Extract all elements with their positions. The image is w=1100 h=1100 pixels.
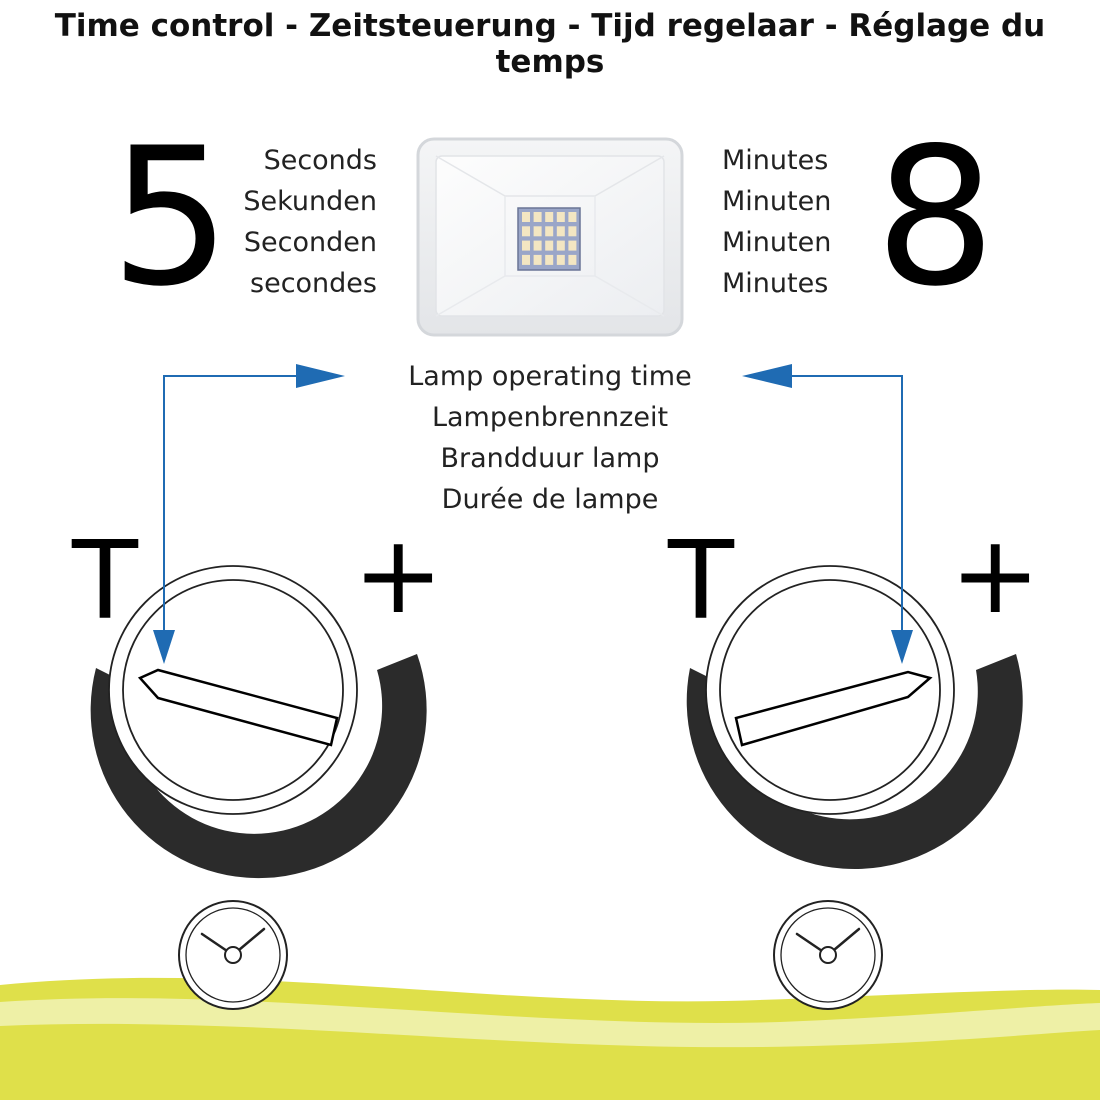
page-title: Time control - Zeitsteuerung - Tijd rege… [54, 8, 1046, 80]
unit-label-en: Seconds [263, 145, 377, 176]
led-chip [556, 212, 565, 222]
clock-icon [773, 900, 883, 1010]
operating-time-label-nl: Brandduur lamp [440, 443, 660, 474]
floodlight-icon [416, 137, 684, 337]
led-chip [556, 254, 565, 265]
operating-time-label-list: Lamp operating time Lampenbrennzeit Bran… [350, 356, 750, 520]
led-chip [522, 212, 530, 222]
right-indicator-arrow [742, 364, 913, 664]
led-chip [545, 226, 554, 237]
unit-label-fr: secondes [250, 268, 377, 299]
led-chip [522, 254, 530, 265]
led-chip [545, 240, 554, 251]
minutes-label-list: Minutes Minuten Minuten Minutes [722, 140, 922, 304]
right-dial-pointer [734, 670, 933, 747]
operating-time-label-de: Lampenbrennzeit [431, 402, 669, 433]
operating-time-label-fr: Durée de lampe [441, 484, 659, 515]
unit-label-fr: Minutes [722, 268, 829, 299]
unit-label-nl: Seconden [243, 227, 377, 258]
clock-icon [178, 900, 288, 1010]
right-dial-arc [686, 654, 1023, 870]
min-time-value: 5 [110, 107, 231, 328]
led-chip [533, 226, 542, 237]
unit-label-nl: Minuten [722, 227, 832, 258]
led-chip [568, 254, 577, 265]
left-indicator-arrow [153, 364, 345, 664]
led-chip [522, 240, 530, 251]
dial-time-symbol: T [668, 519, 734, 644]
led-chip [533, 240, 542, 251]
unit-label-en: Minutes [722, 145, 829, 176]
dial-plus-symbol: + [950, 513, 1041, 638]
right-dial-inner-ring [719, 579, 941, 801]
unit-label-de: Sekunden [243, 186, 377, 217]
led-chip [568, 212, 577, 222]
led-chip [533, 212, 542, 222]
decorative-wave [0, 977, 1100, 1100]
led-chip [556, 240, 565, 251]
led-chip [556, 226, 565, 237]
led-chip [568, 240, 577, 251]
dial-time-symbol: T [72, 519, 138, 644]
led-chip [522, 226, 530, 237]
seconds-label-list: Seconds Sekunden Seconden secondes [185, 140, 377, 304]
led-chip [545, 254, 554, 265]
left-dial-pointer [137, 668, 339, 747]
max-time-value: 8 [875, 107, 996, 328]
left-dial [90, 565, 427, 879]
unit-label-de: Minuten [722, 186, 832, 217]
led-chip [545, 212, 554, 222]
operating-time-label-en: Lamp operating time [408, 361, 692, 392]
right-dial [686, 565, 1023, 870]
dial-plus-symbol: + [353, 513, 444, 638]
led-chip [568, 226, 577, 237]
left-dial-arc [90, 654, 427, 879]
led-chip [533, 254, 542, 265]
